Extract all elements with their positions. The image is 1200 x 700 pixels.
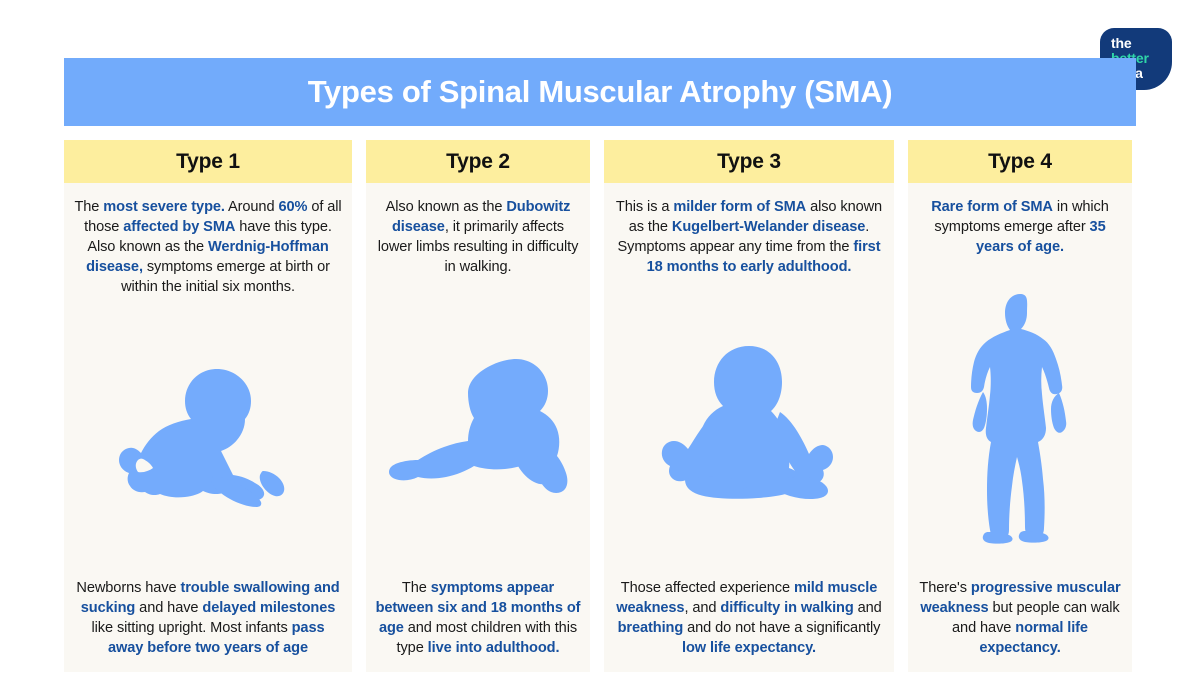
illustration-type-3 [604, 277, 894, 578]
column-bottom-text-type-3: Those affected experience mild muscle we… [616, 580, 882, 656]
illustration-type-4 [908, 257, 1132, 578]
column-top-text-type-1: The most severe type. Around 60% of all … [74, 199, 342, 295]
standing-adult-icon [971, 293, 1067, 544]
column-header-type-2: Type 2 [366, 140, 590, 183]
type-columns: Type 1 The most severe type. Around 60% … [64, 140, 1136, 672]
column-top-text-type-3: This is a milder form of SMA also known … [615, 199, 883, 275]
column-top-text-type-2: Also known as the Dubowitz disease, it p… [377, 199, 579, 275]
column-bottom-text-type-1: Newborns have trouble swallowing and suc… [76, 580, 340, 656]
illustration-type-2 [366, 277, 590, 578]
column-bottom-text-type-4: There's progressive muscular weakness bu… [919, 580, 1121, 656]
crawling-baby-facing-right-icon [119, 368, 285, 507]
crawling-baby-facing-left-icon [389, 359, 568, 493]
column-top-text-type-4: Rare form of SMA in which symptoms emerg… [931, 199, 1109, 255]
column-type-1: Type 1 The most severe type. Around 60% … [64, 140, 352, 672]
column-header-type-3: Type 3 [604, 140, 894, 183]
column-header-type-4: Type 4 [908, 140, 1132, 183]
page-title: Types of Spinal Muscular Atrophy (SMA) [307, 74, 893, 109]
column-type-2: Type 2 Also known as the Dubowitz diseas… [366, 140, 590, 672]
sitting-baby-arms-raised-icon [661, 346, 833, 500]
logo-line-the: the [1111, 35, 1132, 51]
column-heading-label: Type 4 [988, 149, 1052, 173]
column-heading-label: Type 3 [717, 149, 781, 173]
column-heading-label: Type 2 [446, 149, 510, 173]
column-type-4: Type 4 Rare form of SMA in which symptom… [908, 140, 1132, 672]
column-heading-label: Type 1 [176, 149, 240, 173]
illustration-type-1 [64, 297, 352, 578]
column-header-type-1: Type 1 [64, 140, 352, 183]
header-banner: Types of Spinal Muscular Atrophy (SMA) [64, 58, 1136, 126]
column-type-3: Type 3 This is a milder form of SMA also… [604, 140, 894, 672]
column-bottom-text-type-2: The symptoms appear between six and 18 m… [375, 580, 581, 656]
